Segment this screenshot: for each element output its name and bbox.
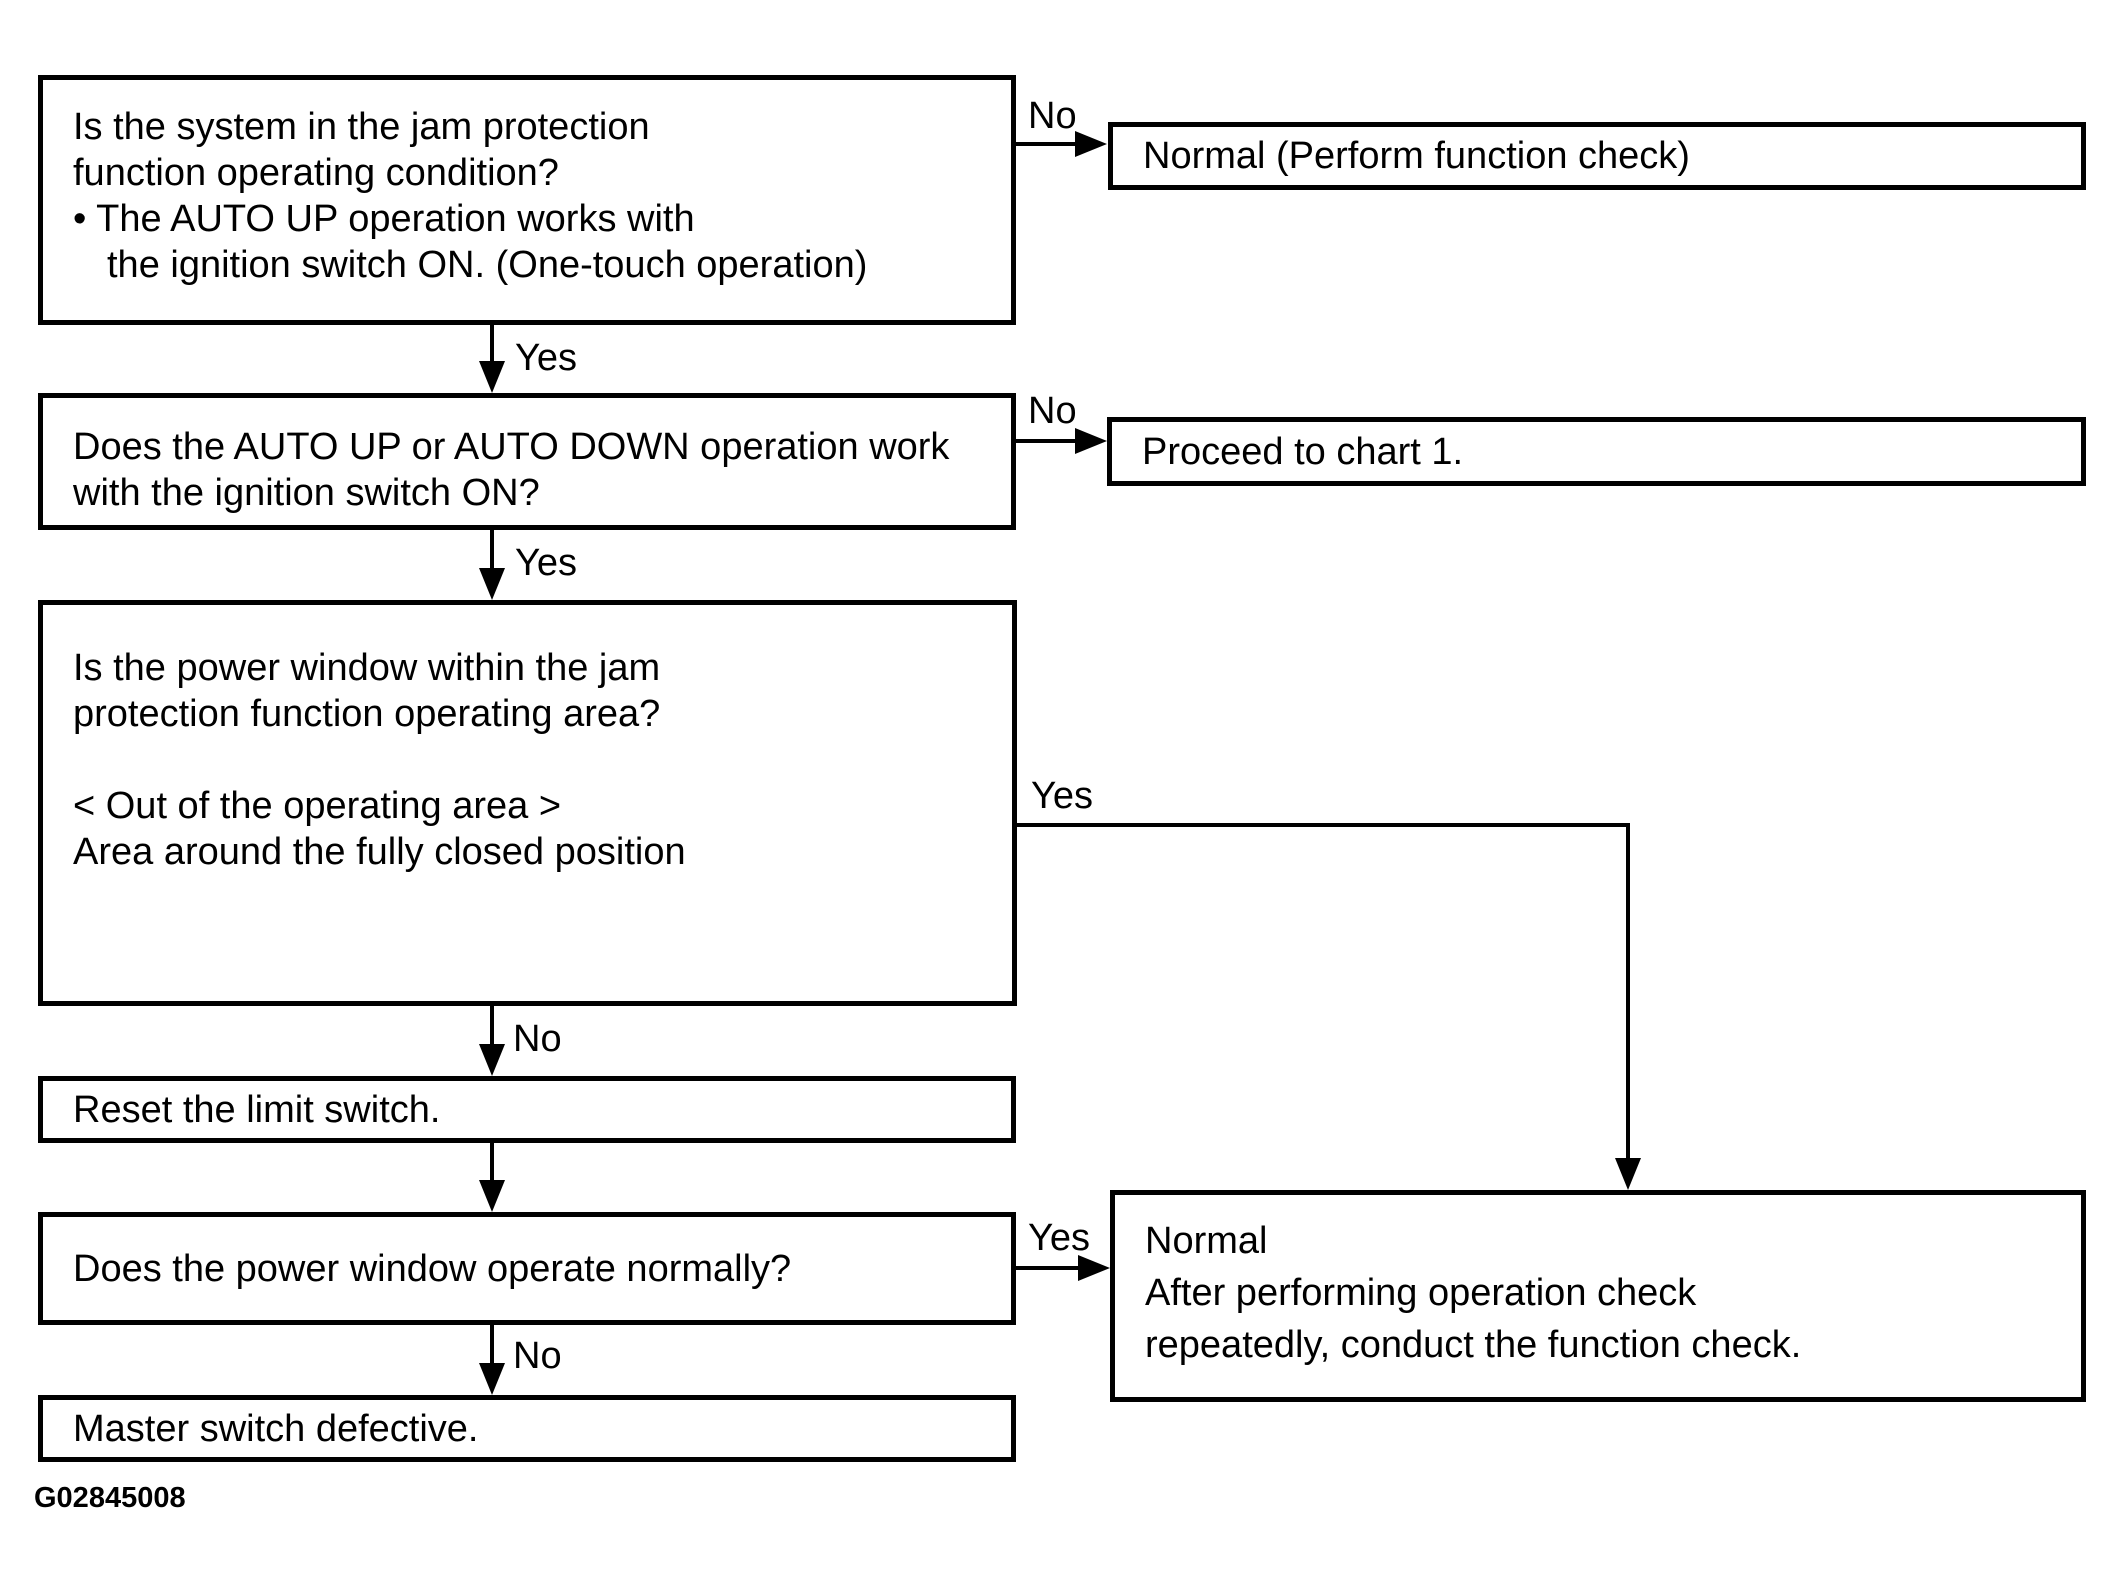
arrowhead-down-icon	[479, 361, 505, 393]
box-text-line	[73, 737, 996, 783]
edge-label-yes: Yes	[1028, 1217, 1090, 1259]
box-text-line: After performing operation check	[1145, 1272, 1697, 1314]
arrow-yes-to-normal-line	[1016, 1266, 1082, 1270]
box-text-line: function operating condition?	[73, 152, 559, 194]
box-text-line: Is the system in the jam protection	[73, 106, 650, 148]
result-box-normal-function-check: Normal (Perform function check)	[1108, 122, 2086, 190]
edge-label-yes: Yes	[515, 337, 577, 379]
box-text-line: Master switch defective.	[73, 1407, 479, 1450]
arrow-yes-elbow-horizontal-line	[1017, 823, 1630, 827]
arrow-down-line	[490, 1143, 494, 1183]
edge-label-no: No	[1028, 390, 1077, 432]
arrow-no-down-line	[490, 1006, 494, 1046]
box-text-line: • The AUTO UP operation works with	[73, 198, 695, 240]
decision-box-auto-up-down: Does the AUTO UP or AUTO DOWN operation …	[38, 393, 1016, 530]
decision-box-operating-area: Is the power window within the jam prote…	[38, 600, 1017, 1006]
box-text-line: Area around the fully closed position	[73, 831, 686, 873]
arrow-no-down-line	[490, 1325, 494, 1365]
action-box-reset-limit-switch: Reset the limit switch.	[38, 1076, 1016, 1143]
box-text-line: repeatedly, conduct the function check.	[1145, 1324, 1802, 1366]
box-text-line: protection function operating area?	[73, 693, 661, 735]
box-text-line: Reset the limit switch.	[73, 1088, 441, 1131]
arrowhead-down-icon	[479, 1044, 505, 1076]
arrow-yes-down-line	[490, 530, 494, 572]
figure-id: G02845008	[34, 1482, 186, 1514]
box-text-line: with the ignition switch ON?	[73, 472, 540, 514]
result-box-normal-after-check: Normal After performing operation check …	[1110, 1190, 2086, 1402]
arrow-no-to-normal-line	[1016, 142, 1080, 146]
arrowhead-down-icon	[479, 568, 505, 600]
arrow-yes-down-line	[490, 325, 494, 367]
arrow-no-to-chart1-line	[1015, 439, 1079, 443]
box-text-line: Is the power window within the jam	[73, 647, 661, 689]
box-text-line: Does the power window operate normally?	[73, 1247, 792, 1290]
edge-label-yes: Yes	[515, 542, 577, 584]
arrowhead-down-icon	[479, 1363, 505, 1395]
edge-label-no: No	[513, 1018, 562, 1060]
box-text-line: Normal	[1145, 1220, 1268, 1262]
arrowhead-right-icon	[1075, 428, 1107, 454]
box-text-line: Normal (Perform function check)	[1143, 135, 1690, 177]
arrowhead-right-icon	[1078, 1255, 1110, 1281]
box-text-line: < Out of the operating area >	[73, 785, 562, 827]
decision-box-operate-normally: Does the power window operate normally?	[38, 1212, 1016, 1325]
edge-label-no: No	[1028, 95, 1077, 137]
decision-box-jam-protection-condition: Is the system in the jam protection func…	[38, 75, 1016, 325]
edge-label-no: No	[513, 1335, 562, 1377]
box-text-line: Does the AUTO UP or AUTO DOWN operation …	[73, 426, 950, 468]
arrowhead-down-icon	[479, 1180, 505, 1212]
result-box-proceed-chart1: Proceed to chart 1.	[1107, 417, 2086, 486]
box-text-line: the ignition switch ON. (One-touch opera…	[107, 244, 868, 286]
arrow-yes-elbow-vertical-line	[1626, 823, 1630, 1160]
arrowhead-down-icon	[1615, 1158, 1641, 1190]
arrowhead-right-icon	[1075, 131, 1107, 157]
box-text-line: Proceed to chart 1.	[1142, 430, 1464, 473]
edge-label-yes: Yes	[1031, 775, 1093, 817]
result-box-master-switch-defective: Master switch defective.	[38, 1395, 1016, 1462]
